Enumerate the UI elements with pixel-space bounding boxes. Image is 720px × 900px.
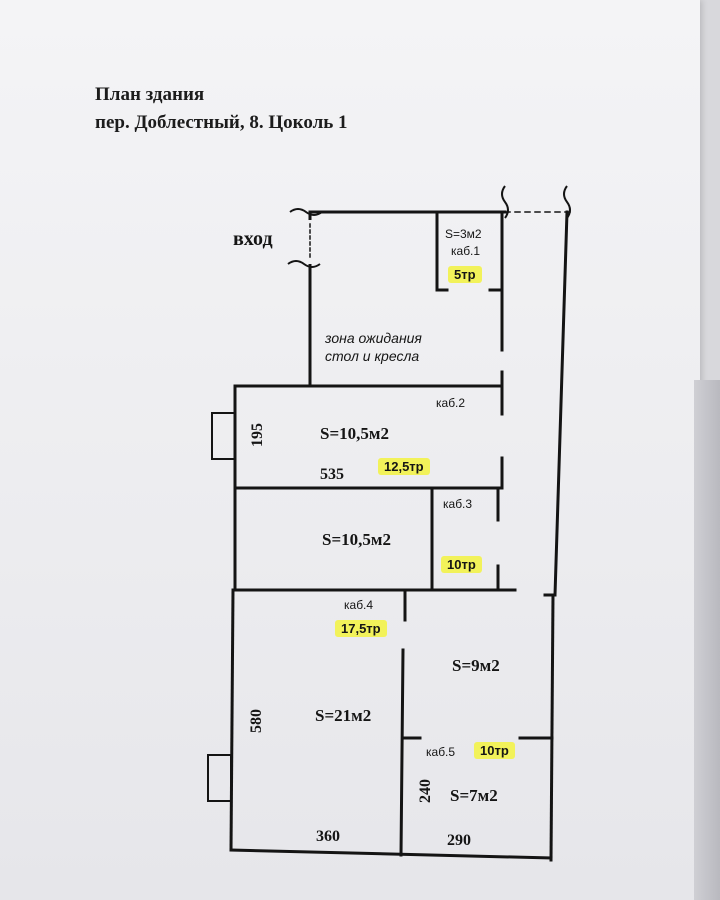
entrance-label: вход xyxy=(233,228,273,250)
cab2-area: S=10,5м2 xyxy=(320,424,389,443)
wall-right-lower xyxy=(549,593,555,862)
break-mark-top-right xyxy=(563,185,571,219)
cab2-price: 12,5тр xyxy=(378,458,430,475)
cab2-height-dim: 195 xyxy=(249,423,266,447)
wall-bottom xyxy=(229,848,553,860)
cab5-name: каб.5 xyxy=(426,745,456,759)
cab3-price: 10тр xyxy=(441,556,482,573)
wall-corridor-right xyxy=(553,210,569,597)
cab5-area: S=7м2 xyxy=(450,786,498,805)
waiting-area-line1: зона ожидания xyxy=(325,330,422,346)
cab5-price: 10тр xyxy=(474,742,515,759)
cab3-name: каб.3 xyxy=(443,497,473,511)
cab2-name: каб.2 xyxy=(436,396,466,410)
plan-address: пер. Доблестный, 8. Цоколь 1 xyxy=(95,112,348,133)
wall-left-lower xyxy=(229,588,235,852)
window-cab4 xyxy=(207,754,232,802)
break-mark-entrance-bottom xyxy=(287,260,321,268)
cab4-width-dim: 360 xyxy=(316,828,340,845)
wall-cab4-right-b xyxy=(399,648,405,857)
cab4-price: 17,5тр xyxy=(335,620,387,637)
cab3-area: S=10,5м2 xyxy=(322,530,391,549)
cab5-width-dim: 290 xyxy=(447,832,471,849)
cab1-name: каб.1 xyxy=(451,244,481,258)
cab1-price: 5тр xyxy=(448,266,482,283)
waiting-area-line2: стол и кресла xyxy=(325,348,420,364)
break-mark-entrance-top xyxy=(289,208,323,216)
cab5-height-dim: 240 xyxy=(417,779,434,803)
break-mark-top-left xyxy=(501,185,509,219)
cab2-width-dim: 535 xyxy=(320,466,344,483)
paper-stack-edge xyxy=(694,380,720,900)
cab4-height-dim: 580 xyxy=(248,709,265,733)
cab1-area: S=3м2 xyxy=(445,227,482,241)
cab4-area: S=21м2 xyxy=(315,706,372,725)
room9-area: S=9м2 xyxy=(452,656,500,675)
plan-title: План здания xyxy=(95,84,205,105)
cab4-name: каб.4 xyxy=(344,598,374,612)
window-cab2 xyxy=(211,412,236,460)
paper-sheet xyxy=(0,0,700,900)
